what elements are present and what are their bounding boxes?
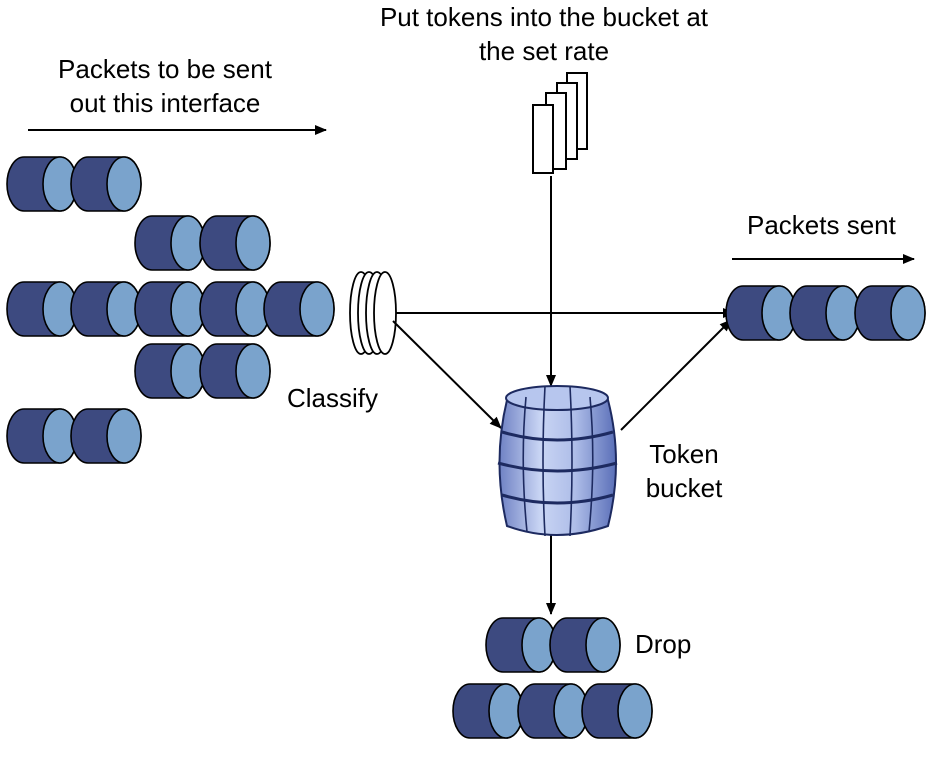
packet-icon [70,156,142,212]
packet-icon [199,343,271,399]
input-label: Packets to be sent out this interface [30,52,300,120]
packet-icon [789,285,861,341]
bucket-label: Token bucket [632,437,736,505]
tokens-label-line2: the set rate [478,36,610,66]
dropped-packets [452,617,653,739]
drop-label: Drop [635,629,692,659]
packet-icon [6,156,78,212]
packet-icon [70,408,142,464]
incoming-packets [6,156,335,464]
input-label-line1: Packets to be sent [58,54,272,84]
packet-icon [6,281,78,337]
tokens-icon [532,72,588,174]
packet-icon [725,285,797,341]
input-label-line2: out this interface [69,88,261,118]
classify-to-bucket-arrow [392,320,502,429]
classify-label: Classify [287,383,379,413]
packet-icon [854,285,926,341]
packet-icon [134,281,206,337]
packet-icon [199,281,271,337]
packet-icon [517,683,589,739]
packet-icon [134,215,206,271]
bucket-label-line1: Token [649,439,719,469]
sent-packets [725,285,926,341]
bucket-to-sent-arrow [620,319,732,431]
classifier-icon [349,271,397,355]
packet-icon [199,215,271,271]
packet-icon [134,343,206,399]
packet-icon [452,683,524,739]
packet-icon [263,281,335,337]
packet-icon [581,683,653,739]
packet-icon [549,617,621,673]
bucket-label-line2: bucket [645,473,723,503]
sent-label: Packets sent [747,210,896,240]
tokens-label: Put tokens into the bucket at the set ra… [334,0,754,68]
packet-icon [6,408,78,464]
packet-icon [485,617,557,673]
packet-icon [70,281,142,337]
token-bucket-icon [497,385,618,537]
tokens-label-line1: Put tokens into the bucket at [379,2,709,32]
